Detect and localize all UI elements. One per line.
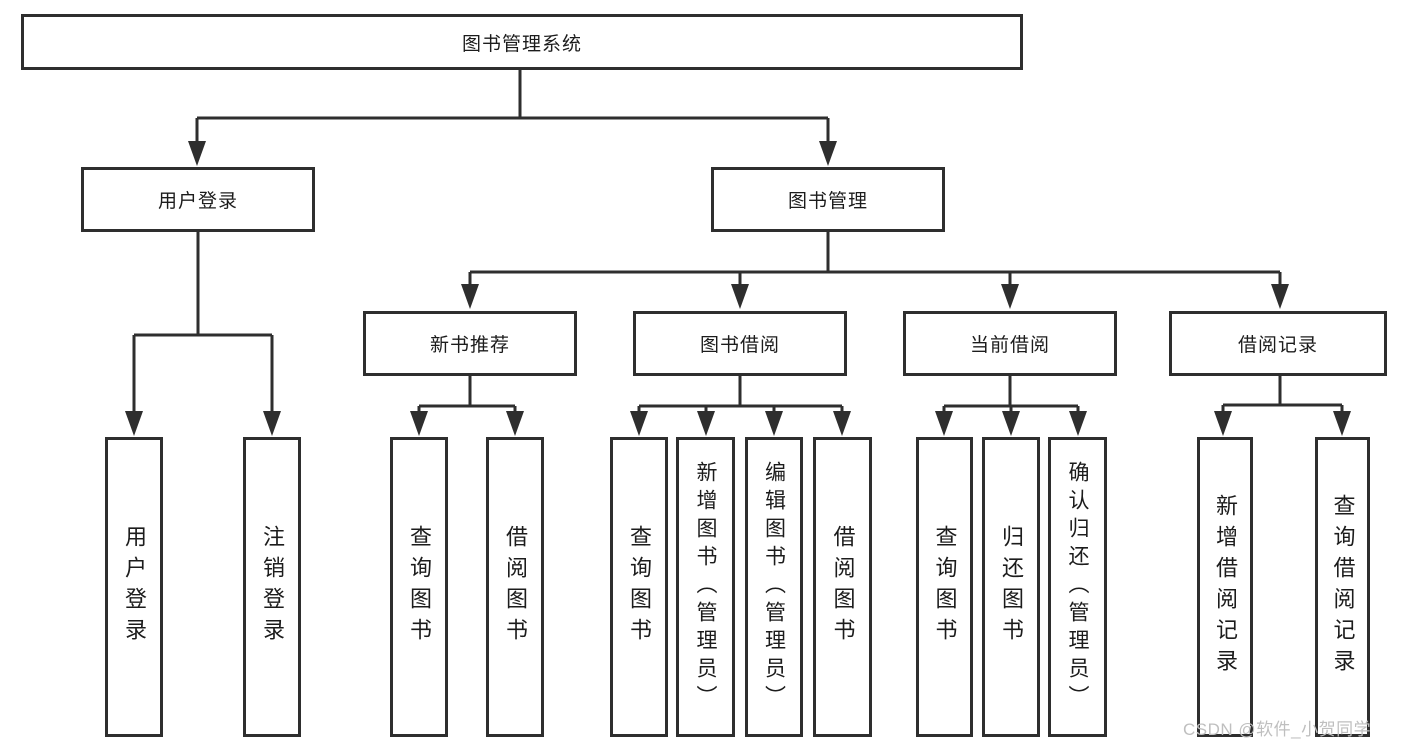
leaf-query-books-borrow-label: 查询图书 [627,525,652,649]
leaf-borrow-books-label: 借阅图书 [830,525,856,649]
leaf-query-borrow-record-label: 查询借阅记录 [1330,494,1356,680]
node-new-book-recommend-label: 新书推荐 [429,335,510,356]
node-root-system: 图书管理系统 [21,14,1023,70]
leaf-confirm-return-admin: 确认归还（管理员） [1048,437,1107,737]
node-book-management: 图书管理 [711,167,945,232]
leaf-user-login: 用户登录 [105,437,163,737]
leaf-return-books: 归还图书 [982,437,1040,737]
leaf-query-books-recommend: 查询图书 [390,437,448,737]
node-book-management-label: 图书管理 [787,191,868,212]
node-user-login: 用户登录 [81,167,315,232]
node-current-borrow-label: 当前借阅 [969,335,1050,356]
leaf-user-login-label: 用户登录 [122,525,147,649]
leaf-query-books-current-label: 查询图书 [932,525,958,649]
leaf-query-books-borrow: 查询图书 [610,437,668,737]
node-book-borrow: 图书借阅 [633,311,847,376]
leaf-logout: 注销登录 [243,437,301,737]
leaf-borrow-books: 借阅图书 [813,437,872,737]
leaf-edit-books-admin: 编辑图书（管理员） [745,437,803,737]
node-user-login-label: 用户登录 [157,191,238,212]
node-book-borrow-label: 图书借阅 [699,335,780,356]
node-root-label: 图书管理系统 [461,33,582,55]
leaf-add-books-admin: 新增图书（管理员） [676,437,735,737]
leaf-query-borrow-record: 查询借阅记录 [1315,437,1370,737]
leaf-return-books-label: 归还图书 [999,525,1024,649]
csdn-watermark: CSDN @软件_小贺同学 [1183,720,1372,739]
leaf-edit-books-admin-label: 编辑图书（管理员） [762,461,786,713]
node-current-borrow: 当前借阅 [903,311,1117,376]
node-borrow-records-label: 借阅记录 [1237,335,1318,356]
leaf-borrow-books-recommend: 借阅图书 [486,437,544,737]
leaf-add-borrow-record-label: 新增借阅记录 [1213,494,1238,680]
leaf-confirm-return-admin-label: 确认归还（管理员） [1066,461,1089,713]
leaf-query-books-recommend-label: 查询图书 [407,525,432,649]
leaf-logout-label: 注销登录 [260,525,285,649]
node-new-book-recommend: 新书推荐 [363,311,577,376]
leaf-add-borrow-record: 新增借阅记录 [1197,437,1253,737]
leaf-add-books-admin-label: 新增图书（管理员） [694,461,717,713]
leaf-query-books-current: 查询图书 [916,437,973,737]
node-borrow-records: 借阅记录 [1169,311,1387,376]
leaf-borrow-books-recommend-label: 借阅图书 [503,525,528,649]
